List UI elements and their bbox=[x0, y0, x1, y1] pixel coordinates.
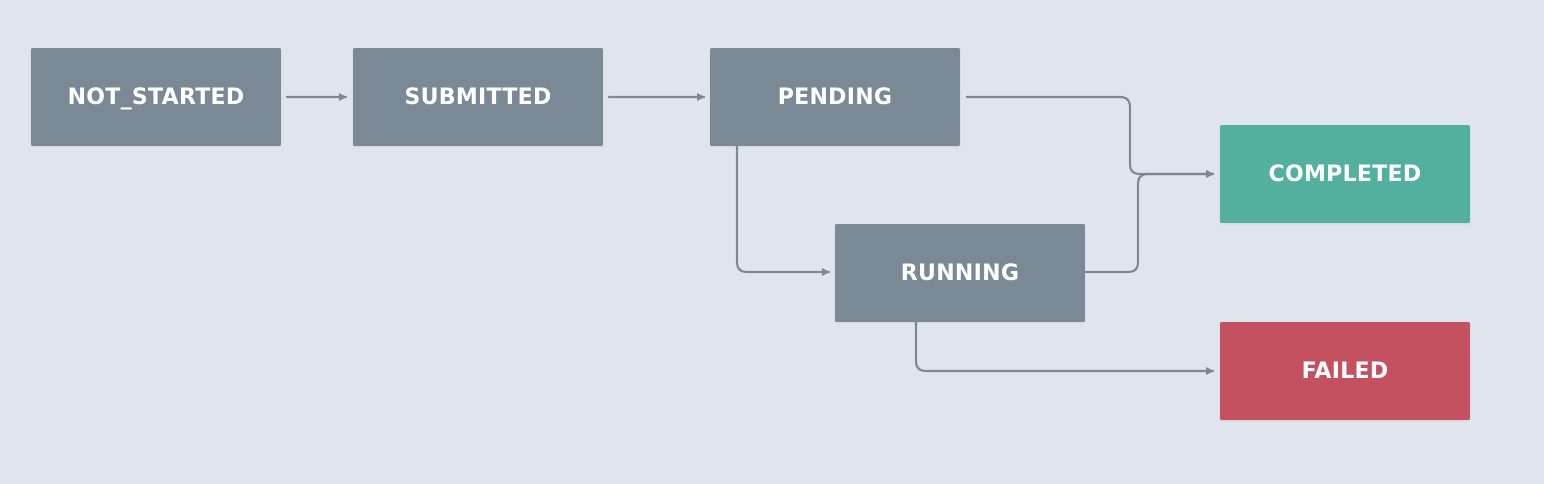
state-node-running[interactable]: RUNNING bbox=[835, 224, 1085, 322]
state-label-not-started: NOT_STARTED bbox=[67, 84, 245, 110]
state-label-failed: FAILED bbox=[1301, 358, 1389, 384]
state-label-completed: COMPLETED bbox=[1268, 161, 1422, 187]
state-node-completed[interactable]: COMPLETED bbox=[1220, 125, 1470, 223]
state-label-pending: PENDING bbox=[777, 84, 893, 110]
state-node-not-started[interactable]: NOT_STARTED bbox=[31, 48, 281, 146]
state-label-running: RUNNING bbox=[900, 260, 1020, 286]
edge-running-to-completed bbox=[1084, 170, 1215, 274]
state-node-pending[interactable]: PENDING bbox=[710, 48, 960, 146]
edge-pending-to-completed bbox=[965, 95, 1215, 178]
state-label-submitted: SUBMITTED bbox=[404, 84, 552, 110]
state-node-submitted[interactable]: SUBMITTED bbox=[353, 48, 603, 146]
edge-pending-to-running bbox=[735, 145, 831, 276]
edge-running-to-failed bbox=[914, 320, 1215, 375]
state-node-failed[interactable]: FAILED bbox=[1220, 322, 1470, 420]
